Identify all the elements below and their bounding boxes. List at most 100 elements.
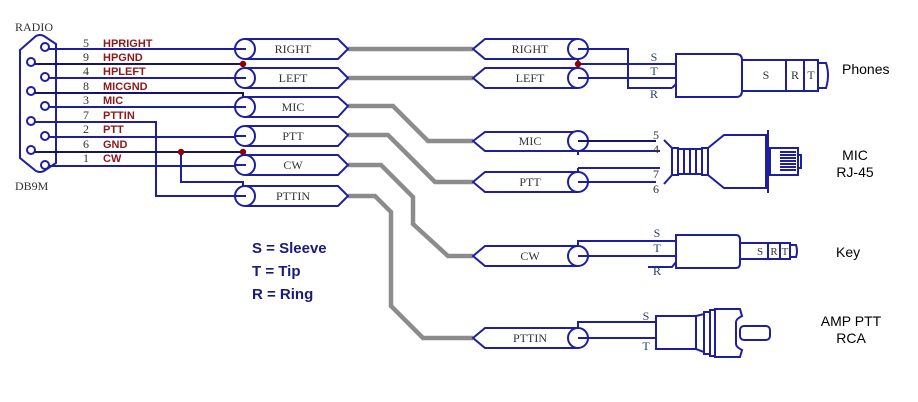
cable-ptt	[348, 132, 473, 185]
db9-pin-7	[26, 116, 36, 126]
pin-number: 2	[83, 122, 89, 136]
cable-cw	[348, 162, 473, 259]
pin-number: 7	[83, 108, 89, 122]
cable-label: RIGHT	[275, 42, 312, 56]
cable-label: CW	[520, 249, 540, 263]
left-cable-end-ptt: PTT	[234, 125, 350, 147]
left-cable-end-right: RIGHT	[234, 38, 350, 60]
cable-label: MIC	[519, 134, 542, 148]
right-cable-end-pttin: PTTIN	[471, 327, 589, 349]
db9-pin-6	[26, 145, 36, 155]
pin-number: 5	[83, 36, 89, 50]
cable-label: RIGHT	[512, 42, 549, 56]
rca-body	[655, 315, 697, 350]
right-cable-end-ptt: PTT	[471, 171, 589, 193]
junction-dot	[574, 60, 582, 68]
junction-dot	[177, 148, 185, 156]
signal-label: PTT	[103, 124, 124, 136]
cable-pttin	[348, 193, 473, 341]
db9-pin-5	[40, 42, 50, 52]
right-cable-end-left: LEFT	[471, 67, 589, 89]
signal-label: MICGND	[103, 81, 148, 93]
rca-pin	[739, 325, 771, 341]
db9-pin-2	[40, 131, 50, 141]
signal-label: MIC	[103, 95, 123, 107]
rj45-body	[707, 134, 767, 189]
plug-label-r: R	[770, 246, 778, 258]
mic-rj45-plug: 5 4 7 6 MIC RJ-45	[577, 128, 874, 196]
legend: S = Sleeve T = Tip R = Ring	[252, 240, 327, 303]
right-cable-end-mic: MIC	[471, 130, 589, 152]
wire-label-r: R	[650, 87, 658, 101]
rj45-pin-label: 5	[653, 128, 659, 142]
mic-title-line2: RJ-45	[836, 164, 874, 180]
phones-plug-body	[675, 53, 743, 98]
pin-labels: 5 HPRIGHT 9 HPGND 4 HPLEFT 8 MICGND 3 MI…	[83, 36, 153, 165]
cables	[348, 46, 473, 341]
wire-pttin	[35, 121, 245, 197]
left-cable-end-mic: MIC	[234, 96, 350, 118]
rj45-pin-label: 6	[653, 182, 659, 196]
cable-label: LEFT	[279, 71, 308, 85]
plug-label-s: S	[763, 68, 770, 82]
wire-label-r: R	[653, 264, 661, 278]
db9m-label: DB9M	[15, 179, 49, 193]
plug-label-s: S	[757, 246, 763, 258]
cable-label: PTT	[519, 175, 541, 189]
right-cable-ends: RIGHT LEFT MIC PTT CW PTT	[471, 38, 589, 349]
wire-gnd-branch	[180, 152, 244, 186]
legend-tip: T = Tip	[252, 263, 300, 280]
pin-number: 6	[83, 137, 89, 151]
plug-label-t: T	[807, 68, 815, 82]
junction-dot	[239, 148, 247, 156]
pin-number: 1	[83, 151, 89, 165]
db9-shell	[19, 34, 57, 173]
radio-label: RADIO	[15, 20, 53, 34]
wire-micgnd	[35, 92, 244, 97]
wire-label-s: S	[654, 226, 661, 240]
signal-label: CW	[103, 153, 122, 165]
db9-pin-3	[40, 101, 50, 111]
cable-label: MIC	[282, 100, 305, 114]
legend-ring: R = Ring	[252, 286, 313, 303]
db9-pin-8	[26, 86, 36, 96]
right-cable-end-right: RIGHT	[471, 38, 589, 60]
db9-pin-1	[40, 160, 50, 170]
phones-title: Phones	[842, 61, 889, 77]
cable-label: CW	[283, 158, 303, 172]
cable-mic	[348, 103, 473, 144]
mic-title-line1: MIC	[842, 147, 868, 163]
right-cable-end-cw: CW	[471, 245, 589, 267]
amp-title-line1: AMP PTT	[821, 313, 882, 329]
key-title: Key	[836, 244, 860, 260]
pin-number: 3	[83, 93, 89, 107]
key-plug-body	[675, 234, 741, 269]
left-cable-ends: RIGHT LEFT MIC PTT CW	[234, 38, 350, 207]
wire-label-t: T	[650, 64, 658, 78]
phones-plug: S T R S R T Phones	[574, 48, 889, 101]
pin-number: 9	[83, 50, 89, 64]
wire-label-t: T	[653, 241, 661, 255]
amp-rca-plug: S T AMP PTT RCA	[577, 308, 882, 358]
left-cable-end-cw: CW	[234, 154, 350, 176]
signal-label: HPLEFT	[103, 66, 146, 78]
key-plug-sleeve	[739, 242, 769, 260]
rj45-pin-label: 7	[653, 167, 659, 181]
left-cable-end-pttin: PTTIN	[234, 185, 350, 207]
cable-label: PTT	[282, 129, 304, 143]
rj45-pin-label: 4	[653, 142, 659, 156]
pin-number: 4	[83, 64, 89, 78]
rca-shell	[714, 308, 744, 358]
phones-wire-ring	[578, 48, 672, 89]
plug-label-r: R	[791, 68, 799, 82]
db9-wires	[35, 48, 247, 197]
legend-sleeve: S = Sleeve	[252, 240, 327, 257]
db9-pin-4	[40, 72, 50, 82]
amp-title-line2: RCA	[836, 330, 866, 346]
cable-label: LEFT	[516, 71, 545, 85]
signal-label: HPRIGHT	[103, 38, 153, 50]
wire-label-s: S	[651, 50, 658, 64]
cable-label: PTTIN	[513, 331, 547, 345]
rj45-contacts	[780, 151, 796, 171]
